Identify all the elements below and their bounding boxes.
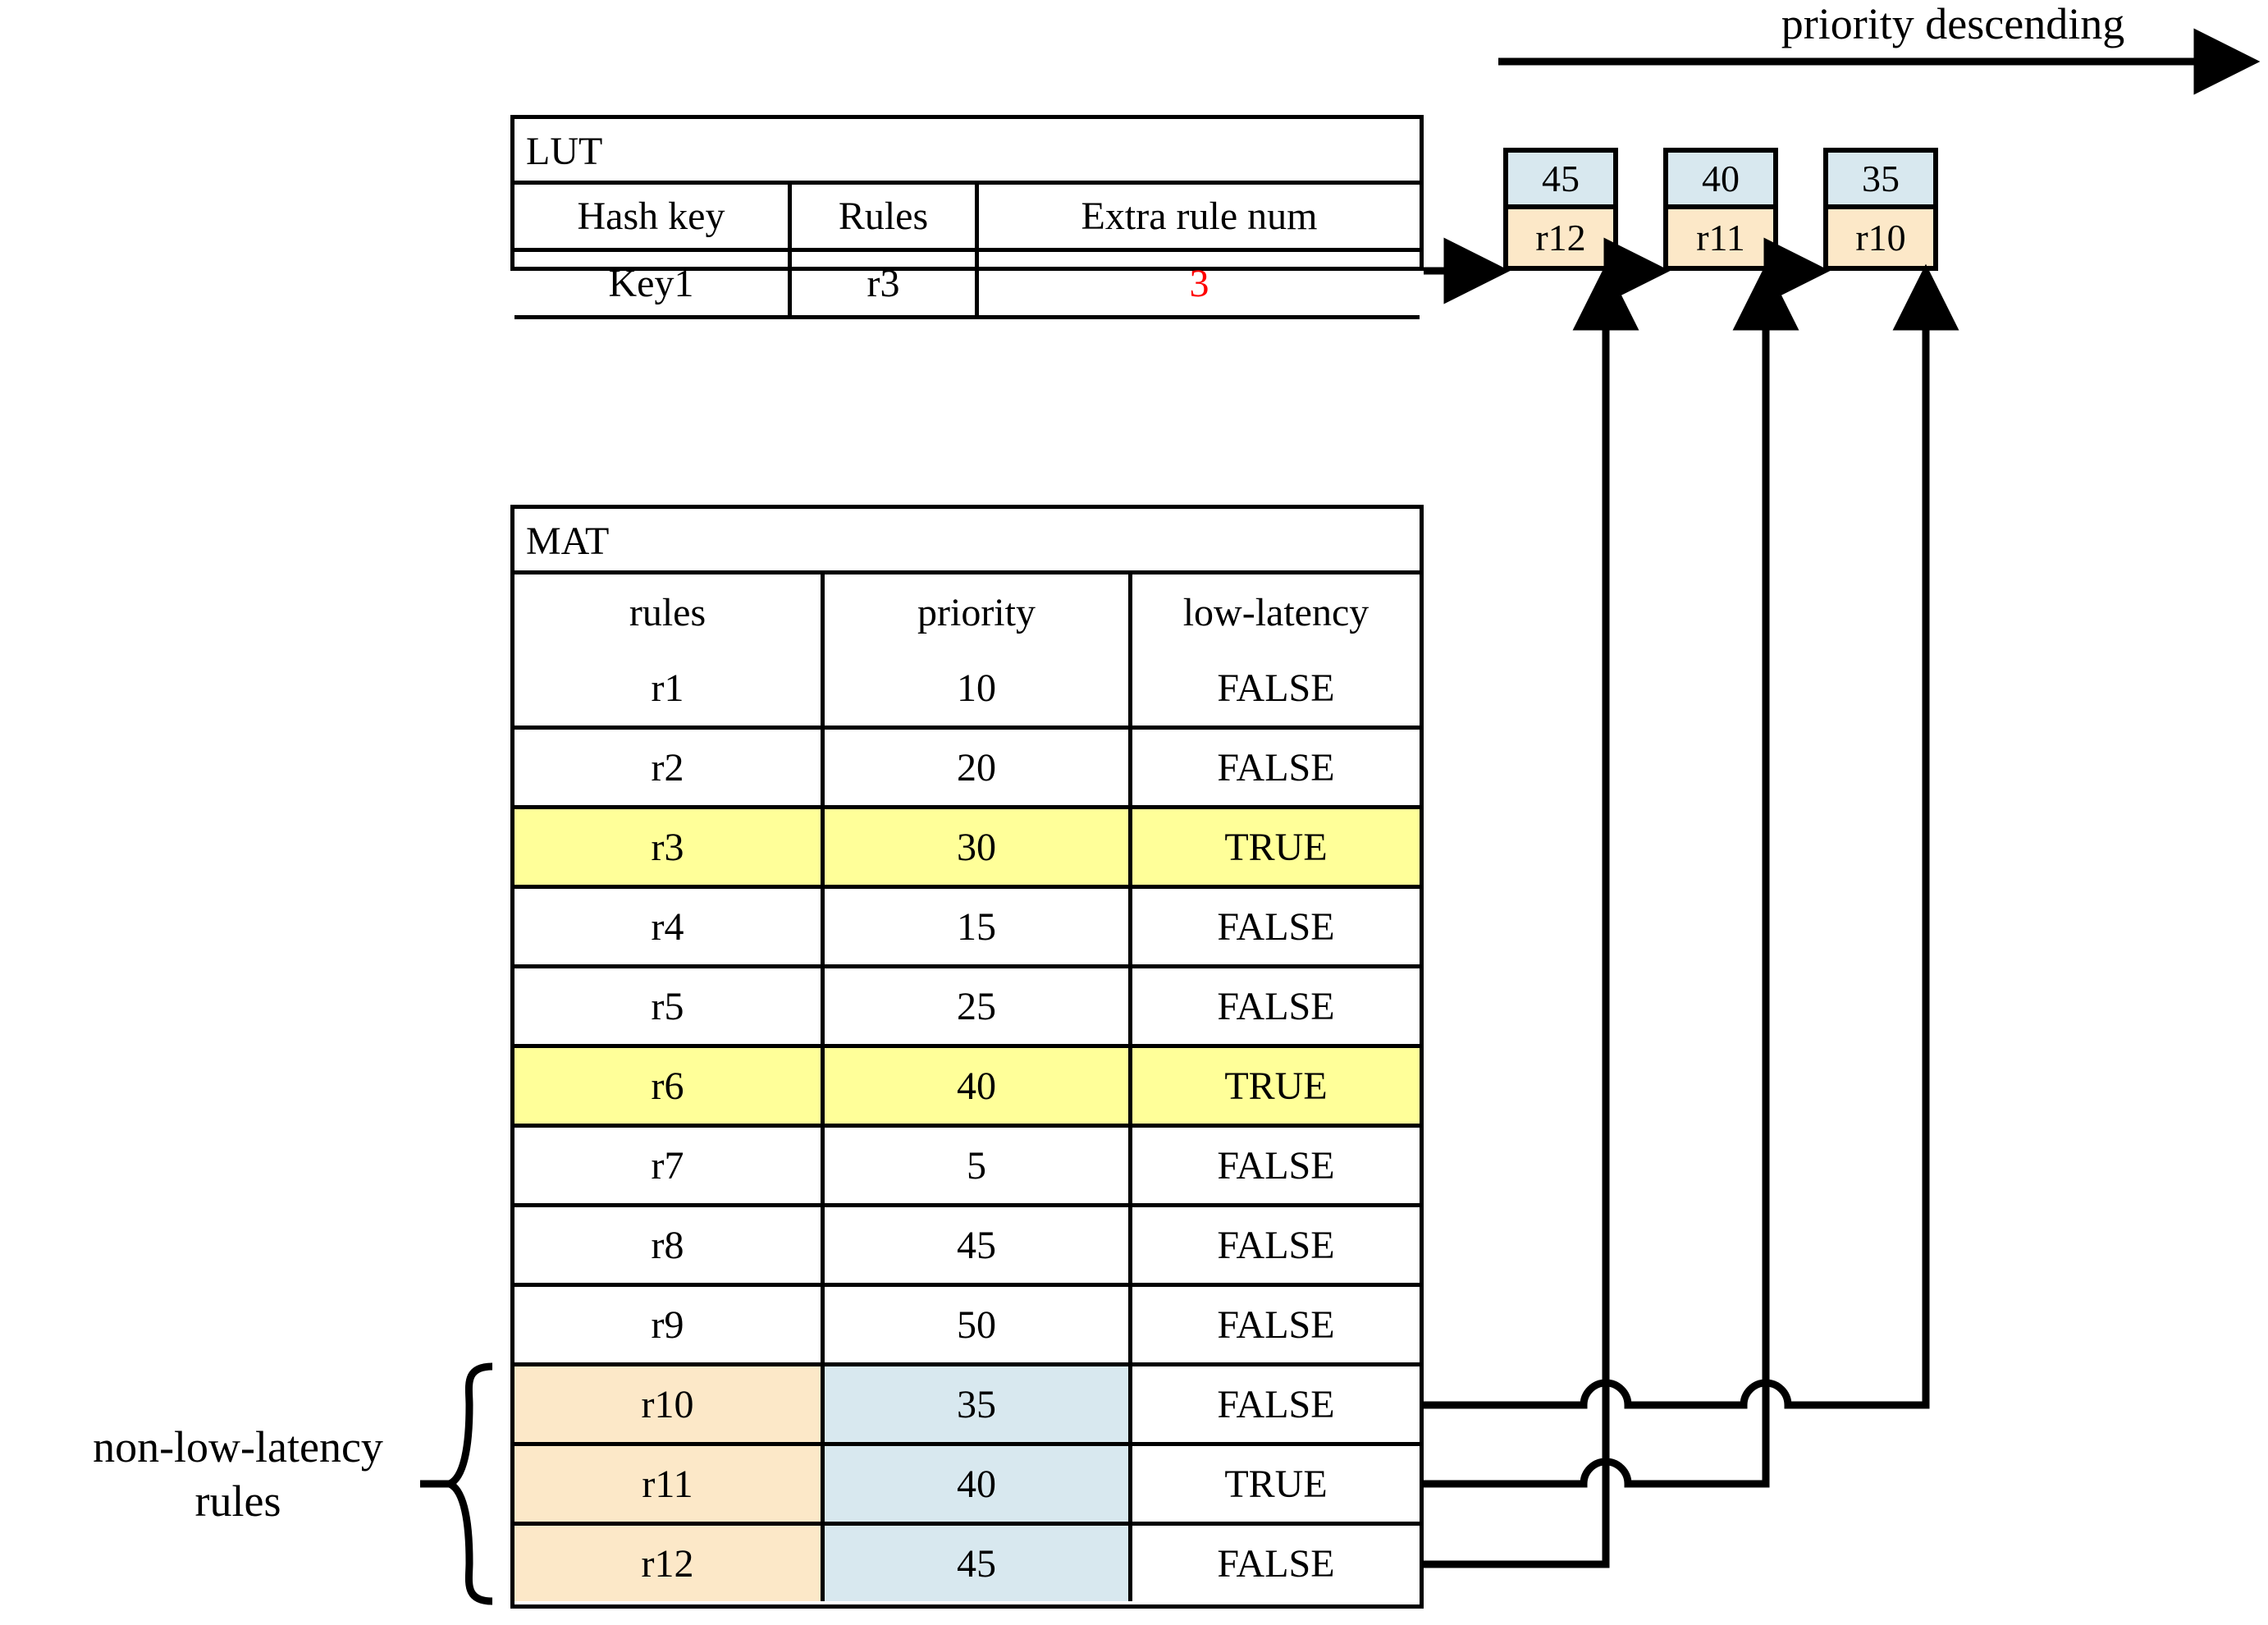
mat-cell-priority: 10 — [821, 650, 1128, 726]
mat-cell-rule: r11 — [514, 1446, 821, 1522]
lut-cell-extra-rule-num: 3 — [975, 252, 1420, 315]
mat-col-priority: priority — [821, 574, 1128, 650]
mat-header-row: rules priority low-latency — [514, 574, 1420, 650]
lut-col-extra-rule-num: Extra rule num — [975, 185, 1420, 248]
mat-cell-low-latency: FALSE — [1128, 1526, 1420, 1601]
mat-title: MAT — [514, 509, 1420, 574]
mat-cell-low-latency: FALSE — [1128, 650, 1420, 726]
non-low-latency-rules-label: non-low-latency rules — [8, 1420, 468, 1528]
mat-cell-rule: r7 — [651, 1143, 684, 1188]
priority-descending-label: priority descending — [1781, 0, 2125, 48]
mat-cell-priority: 50 — [821, 1287, 1128, 1362]
mat-cell-rule: r1 — [651, 666, 684, 710]
lut-row: Key1 r3 3 — [514, 248, 1420, 315]
mat-cell-low-latency: TRUE — [1128, 1048, 1420, 1124]
mat-cell-priority: 20 — [821, 730, 1128, 805]
list-node-r12: 45 r12 — [1503, 148, 1618, 271]
mat-cell-priority: 40 — [821, 1048, 1128, 1124]
list-node-rule: r12 — [1508, 209, 1613, 266]
list-node-r11: 40 r11 — [1663, 148, 1778, 271]
list-node-rule: r10 — [1828, 209, 1933, 266]
mat-col-rules: rules — [629, 590, 706, 634]
mat-cell-priority: 15 — [821, 889, 1128, 964]
list-node-priority: 40 — [1668, 153, 1773, 209]
mat-cell-rule: r2 — [651, 745, 684, 790]
mat-cell-low-latency: TRUE — [1128, 1446, 1420, 1522]
mat-cell-priority: 30 — [821, 809, 1128, 885]
list-node-rule: r11 — [1668, 209, 1773, 266]
mat-cell-rule: r3 — [514, 809, 821, 885]
mat-cell-low-latency: FALSE — [1128, 889, 1420, 964]
mat-cell-rule: r10 — [514, 1366, 821, 1442]
mat-cell-rule: r9 — [651, 1302, 684, 1347]
list-node-priority: 45 — [1508, 153, 1613, 209]
mat-cell-low-latency: FALSE — [1128, 1287, 1420, 1362]
mat-cell-low-latency: FALSE — [1128, 1128, 1420, 1203]
connector-r12 — [1422, 282, 1610, 1568]
mat-cell-low-latency: FALSE — [1128, 968, 1420, 1044]
lut-col-hash-key: Hash key — [577, 195, 725, 238]
connector-r10 — [1422, 282, 1930, 1409]
lut-col-rules: Rules — [788, 185, 975, 248]
mat-cell-priority: 25 — [821, 968, 1128, 1044]
lut-empty-row — [514, 315, 1420, 408]
non-low-latency-rules-label-line1: non-low-latency — [93, 1422, 383, 1472]
mat-cell-priority: 5 — [821, 1128, 1128, 1203]
lut-cell-rules: r3 — [788, 252, 975, 315]
mat-cell-priority: 45 — [821, 1526, 1128, 1601]
mat-cell-rule: r5 — [651, 984, 684, 1028]
list-node-r10: 35 r10 — [1823, 148, 1938, 271]
mat-col-low-latency: low-latency — [1128, 574, 1420, 650]
lut-title: LUT — [514, 119, 1420, 185]
mat-cell-priority: 35 — [821, 1366, 1128, 1442]
connector-r11 — [1422, 282, 1770, 1488]
mat-cell-low-latency: TRUE — [1128, 809, 1420, 885]
mat-cell-priority: 40 — [821, 1446, 1128, 1522]
mat-cell-low-latency: FALSE — [1128, 1207, 1420, 1283]
mat-cell-low-latency: FALSE — [1128, 730, 1420, 805]
lut-table: LUT Hash key Rules Extra rule num Key1 r… — [510, 115, 1424, 319]
non-low-latency-rules-label-line2: rules — [194, 1476, 281, 1526]
mat-cell-rule: r8 — [651, 1223, 684, 1267]
list-node-priority: 35 — [1828, 153, 1933, 209]
lut-cell-hash-key: Key1 — [608, 262, 694, 305]
mat-cell-priority: 45 — [821, 1207, 1128, 1283]
mat-cell-rule: r4 — [651, 904, 684, 949]
mat-cell-low-latency: FALSE — [1128, 1366, 1420, 1442]
lut-header-row: Hash key Rules Extra rule num — [514, 185, 1420, 248]
mat-cell-rule: r12 — [514, 1526, 821, 1601]
mat-cell-rule: r6 — [514, 1048, 821, 1124]
